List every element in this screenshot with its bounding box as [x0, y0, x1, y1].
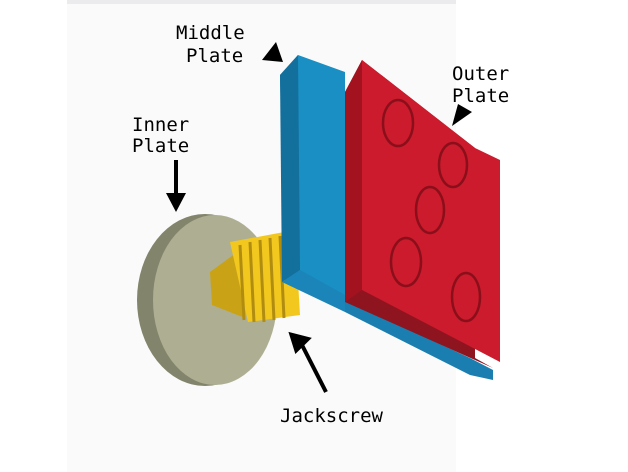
outer-plate-arrow: [452, 104, 472, 126]
pointer-arrows: [166, 42, 472, 393]
inner-plate-label-line1: Inner: [132, 114, 189, 136]
inner-plate-label-line2: Plate: [132, 135, 189, 157]
middle-plate-label-line1: Middle: [176, 22, 245, 44]
outer-plate-label-line2: Plate: [452, 85, 509, 107]
outer-plate: [345, 60, 500, 380]
jackscrew-arrow: [288, 331, 312, 355]
middle-plate: [280, 55, 345, 312]
middle-plate-label-line2: Plate: [186, 45, 243, 67]
inner-plate-arrow: [166, 193, 186, 212]
jackscrew-label: Jackscrew: [280, 405, 384, 427]
outer-plate-label-line1: Outer: [452, 63, 509, 85]
middle-plate-arrow: [262, 42, 283, 62]
